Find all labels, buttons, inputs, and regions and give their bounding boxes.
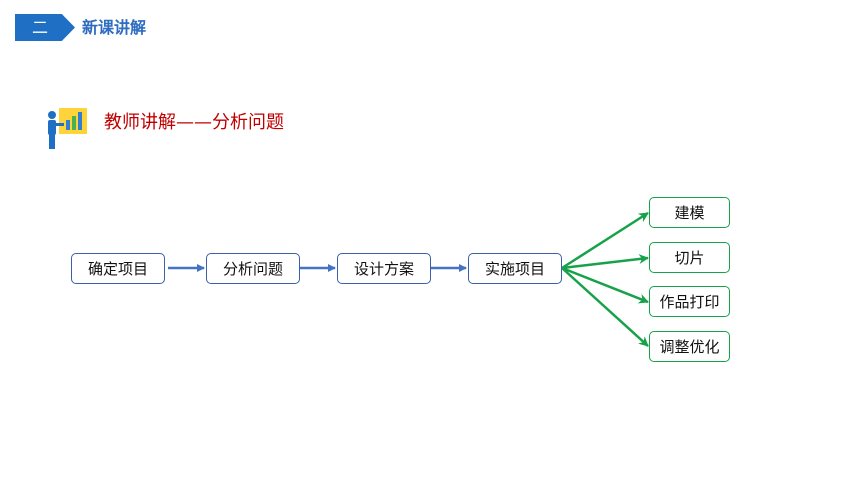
branch-arrow-3 bbox=[561, 266, 649, 304]
branch-arrow-1 bbox=[561, 211, 649, 270]
step-confirm-project: 确定项目 bbox=[71, 253, 165, 284]
teacher-presentation-icon bbox=[48, 108, 87, 149]
branch-slicing: 切片 bbox=[649, 242, 730, 273]
section-title: 新课讲解 bbox=[82, 18, 147, 37]
branch-adjust-optimize: 调整优化 bbox=[649, 331, 730, 362]
section-number: 二 bbox=[32, 18, 49, 37]
step-analyze-problem: 分析问题 bbox=[206, 253, 300, 284]
branch-modeling: 建模 bbox=[649, 197, 730, 228]
branch-arrow-4 bbox=[561, 267, 649, 347]
step-implement-project: 实施项目 bbox=[468, 253, 562, 284]
branch-arrow-2 bbox=[561, 254, 649, 270]
teacher-explanation-heading: 教师讲解——分析问题 bbox=[104, 112, 284, 133]
step-design-plan: 设计方案 bbox=[337, 253, 431, 284]
branch-print-work: 作品打印 bbox=[649, 286, 730, 317]
section-number-tag: 二 bbox=[15, 14, 75, 41]
